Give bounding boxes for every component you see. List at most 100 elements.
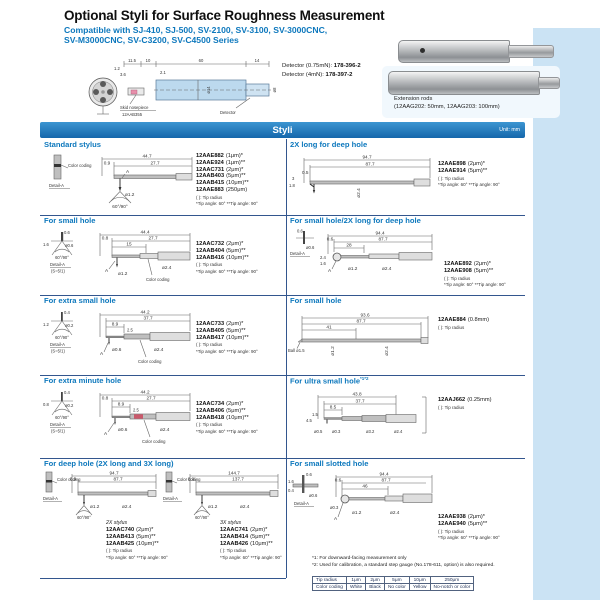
svg-text:8.9: 8.9	[118, 402, 125, 407]
tip-angle-note: *Tip angle: 60° **Tip angle: 90°	[196, 268, 258, 274]
svg-text:ø2.4: ø2.4	[122, 504, 132, 509]
svg-text:Detail-A: Detail-A	[294, 501, 309, 506]
svg-text:60°/90°: 60°/90°	[55, 255, 69, 260]
svg-text:ø1.2: ø1.2	[90, 504, 100, 509]
svg-text:ø0.6: ø0.6	[306, 245, 315, 250]
svg-text:60°/90°: 60°/90°	[55, 415, 69, 420]
tip-radius-row: Tip radius 1μm 2μm 5μm 10μm 250μm	[312, 576, 475, 584]
part-list: 12AAE938(2μm)*12AAE940(5μm)** ( ): Tip r…	[438, 514, 500, 541]
compatibility-line-2: SV-M3000CNC, SV-C3200, SV-C4500 Series	[64, 35, 239, 45]
svg-text:94.7: 94.7	[109, 471, 119, 476]
svg-text:44.2: 44.2	[140, 390, 150, 395]
svg-text:ø2.4: ø2.4	[390, 510, 400, 515]
svg-text:ø0.2: ø0.2	[65, 403, 74, 408]
tip-angle-note: *Tip angle: 60° **Tip angle: 90°	[444, 282, 506, 288]
tip-radius-note: ( ): Tip radius	[438, 404, 465, 410]
svg-text:0.8: 0.8	[102, 396, 109, 401]
part-number-row: 12AAC734(2μm)*	[196, 401, 244, 407]
column-divider	[286, 139, 287, 578]
section-extra-minute-hole: For extra minute hole 0.4 ø0.2 0.8 60°/9…	[40, 375, 286, 458]
footnotes: *1: For downward-facing measurement only…	[312, 555, 495, 569]
part-number-row: 12AAE882(1μm)*	[196, 153, 244, 159]
svg-text:ø1.2: ø1.2	[118, 271, 128, 276]
svg-text:94.4: 94.4	[379, 472, 389, 477]
part-number-row: 12AAB415(10μm)**	[196, 180, 249, 187]
part-number-row: 12AAB426(10μm)**	[220, 540, 273, 547]
part-number-row: 12AAB425(10μm)**	[106, 540, 159, 547]
svg-text:8.5: 8.5	[330, 405, 337, 410]
svg-text:37.7: 37.7	[355, 399, 365, 404]
divider	[40, 375, 525, 376]
dim-label: 1.2	[114, 66, 120, 71]
dim-label: ø14	[206, 86, 211, 94]
section-extra-small-hole: For extra small hole 0.4 ø0.2 1.2 60°/90…	[40, 295, 286, 375]
svg-text:Detail-A: Detail-A	[290, 251, 305, 256]
stylus-diagram-2x: Color coding Detail-A 94.7 87.7 0.9 ø1.2…	[43, 471, 157, 520]
svg-text:0.9: 0.9	[188, 477, 195, 482]
svg-text:60°/90°: 60°/90°	[195, 515, 209, 520]
svg-text:ø2.4: ø2.4	[356, 188, 361, 198]
part-number-row: 12AAB403(5μm)**	[196, 173, 246, 180]
part-number-row: 12AAE898(2μm)*	[438, 161, 486, 167]
svg-text:144.7: 144.7	[228, 471, 240, 476]
svg-text:ø2.4: ø2.4	[162, 265, 172, 270]
part-number-row: 12AAB404(5μm)**	[196, 247, 246, 254]
tip-angle-note: *Tip angle: 60° **Tip angle: 90°	[106, 554, 168, 560]
svg-text:1.8: 1.8	[289, 183, 295, 188]
svg-text:ø1.2: ø1.2	[125, 192, 135, 197]
svg-text:87.7: 87.7	[378, 237, 388, 242]
styli-section-band: Styli Unit: mm	[40, 122, 525, 138]
tip-radius-note: ( ): Tip radius	[438, 324, 465, 330]
tip-radius-note: ( ): Tip radius	[196, 342, 223, 348]
svg-text:94.4: 94.4	[375, 231, 385, 236]
part-list: 12AAC734(2μm)*12AAB406(5μm)**12AAB418(10…	[196, 401, 258, 435]
svg-text:87.7: 87.7	[113, 477, 123, 482]
part-list: 12AAE884(0.8mm) ( ): Tip radius	[438, 317, 489, 330]
svg-text:0.8: 0.8	[102, 236, 109, 241]
part-number-row: 12AAB414(5μm)**	[220, 533, 270, 540]
svg-text:0.8: 0.8	[43, 402, 49, 407]
svg-text:A: A	[105, 268, 109, 273]
svg-text:2.5: 2.5	[127, 328, 133, 333]
section-title: Standard stylus	[44, 140, 101, 149]
svg-text:3: 3	[292, 176, 295, 181]
svg-text:44.4: 44.4	[140, 230, 150, 235]
section-title: For small slotted hole	[290, 459, 369, 468]
extension-rod-photo	[388, 71, 540, 95]
part-number-row: 12AAC740(2μm)*	[106, 527, 154, 533]
svg-text:60°/90°: 60°/90°	[55, 335, 69, 340]
stylus-diagram: 0.4 ø0.2 0.8 60°/90° Detail-A (S=5/1) 44…	[43, 390, 191, 444]
part-number: 178-396-2	[333, 63, 361, 69]
part-list: 12AAE898(2μm)*12AAE914(5μm)** ( ): Tip r…	[438, 161, 500, 188]
part-number-row: 12AAB417(10μm)**	[196, 334, 249, 341]
part-number-row: 12AAC733(2μm)*	[196, 321, 244, 327]
svg-text:Color coding: Color coding	[138, 359, 162, 364]
variant-name: 2X stylus	[106, 520, 128, 526]
svg-text:15: 15	[126, 242, 132, 247]
svg-text:2.4: 2.4	[320, 255, 326, 260]
rod-hole	[420, 48, 425, 53]
svg-text:Detail-A: Detail-A	[43, 496, 58, 501]
part-number-row: 12AAB406(5μm)**	[196, 407, 246, 414]
part-number-row: 12AAB405(5μm)**	[196, 327, 246, 334]
part-number-row: 12AAE884(0.8mm)	[438, 317, 489, 323]
svg-text:87.7: 87.7	[365, 162, 375, 167]
divider	[40, 215, 525, 216]
svg-text:ø0.3: ø0.3	[332, 429, 341, 434]
svg-text:41: 41	[326, 325, 332, 330]
part-list-3x: 3X stylus 12AAC741(2μm)*12AAB414(5μm)**1…	[220, 520, 282, 561]
svg-text:93.6: 93.6	[360, 313, 370, 318]
part-number-row: 12AAJ662(0.25mm)	[438, 397, 492, 403]
part-number: 178-397-2	[325, 71, 353, 78]
dim-label: 60	[199, 58, 204, 63]
skid-nosepiece-label: Skid nosepiece	[120, 105, 149, 110]
svg-text:A: A	[328, 268, 332, 273]
detector-label: Detector	[220, 110, 236, 115]
rod-tip	[508, 45, 554, 58]
svg-text:87.7: 87.7	[381, 478, 391, 483]
part-number-row: 12AAE924(1μm)**	[196, 159, 246, 166]
stylus-diagram: 0.6 1.6 0.4 ø0.6 Detail-A 94.4 87.7 0.6 …	[288, 472, 433, 521]
tip-radius-note: ( ): Tip radius	[438, 175, 465, 181]
svg-text:0.4: 0.4	[288, 488, 294, 493]
svg-text:0.6: 0.6	[297, 229, 303, 234]
